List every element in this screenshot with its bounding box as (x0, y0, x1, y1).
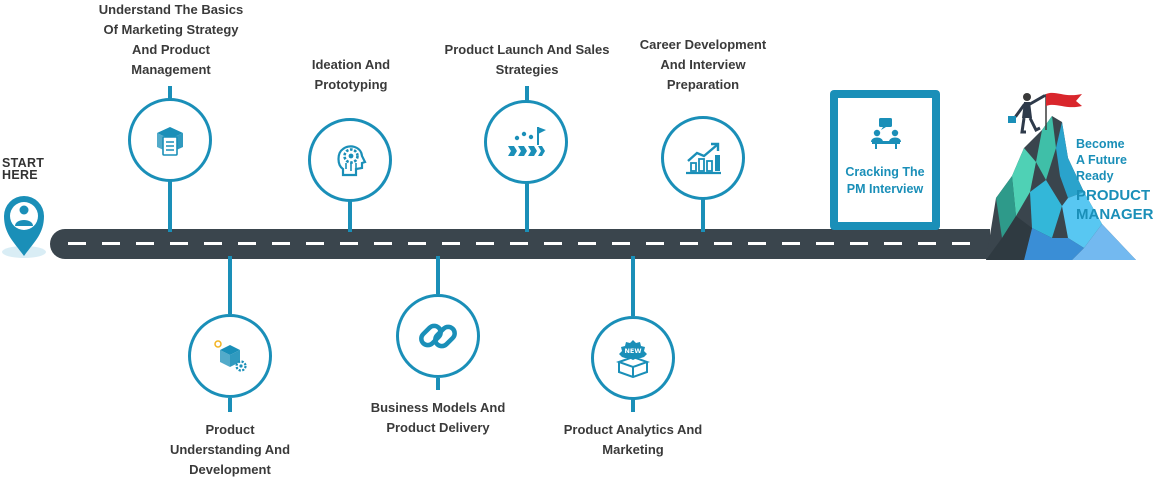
chain-link-icon (419, 323, 457, 349)
pm-interview-label: Cracking The PM Interview (845, 165, 925, 196)
step-node-analytics: NEW (591, 316, 675, 400)
road-dash (680, 242, 698, 245)
step-label-analytics: Product Analytics And Marketing (563, 422, 703, 457)
road-dash (306, 242, 324, 245)
stem-6 (631, 256, 635, 316)
stem-1-bottom (228, 398, 232, 412)
goal-line-4: PRODUCT (1076, 187, 1151, 204)
svg-text:NEW: NEW (624, 347, 641, 355)
road-dash (510, 242, 528, 245)
box-checklist-icon (157, 127, 183, 156)
start-label: START HERE (2, 156, 45, 182)
step-label-launch: Product Launch And Sales Strategies (444, 42, 610, 77)
road-dash (204, 242, 222, 245)
growth-chart-icon (686, 142, 721, 175)
road-dash (578, 242, 596, 245)
goal-line-3: Ready (1076, 169, 1114, 183)
step-label-career: Career Development And Interview Prepara… (639, 37, 767, 92)
step-node-ideation (308, 118, 392, 202)
stem-4 (436, 256, 440, 294)
step-node-career (661, 116, 745, 200)
road-dash (646, 242, 664, 245)
road-dash (612, 242, 630, 245)
box-gear-icon (214, 340, 247, 372)
stem-1-top (168, 86, 172, 100)
road-dash (476, 242, 494, 245)
road-dash (544, 242, 562, 245)
step-node-basics (128, 98, 212, 182)
road-dash (782, 242, 800, 245)
road-dash (850, 242, 868, 245)
stem-4-bottom (436, 378, 440, 390)
road-dash (816, 242, 834, 245)
goal-text: Become A Future Ready PRODUCT MANAGER (1076, 136, 1154, 224)
road-dash (272, 242, 290, 245)
road-dash (748, 242, 766, 245)
stem-2 (228, 256, 232, 314)
road-dash (374, 242, 392, 245)
road-dash (952, 242, 970, 245)
launch-flag-icon (508, 127, 546, 156)
roadmap-road (50, 229, 990, 259)
step-node-launch (484, 100, 568, 184)
pm-interview-card: Cracking The PM Interview (830, 90, 940, 230)
goal-line-5: MANAGER (1076, 206, 1154, 223)
step-label-understanding: Product Understanding And Development (169, 422, 291, 477)
road-dash (170, 242, 188, 245)
step-node-understanding (188, 314, 272, 398)
pm-interview-card-inner: Cracking The PM Interview (838, 98, 932, 222)
goal-line-2: A Future (1076, 153, 1127, 167)
road-dash (918, 242, 936, 245)
road-dash (408, 242, 426, 245)
road-dash (884, 242, 902, 245)
step-label-ideation: Ideation And Prototyping (311, 57, 391, 92)
step-label-basics: Understand The Basics Of Marketing Strat… (98, 2, 244, 77)
step-label-business: Business Models And Product Delivery (370, 400, 506, 435)
stem-6-bottom (631, 398, 635, 412)
road-dash (442, 242, 460, 245)
start-line-1: START (2, 156, 45, 170)
step-node-business (396, 294, 480, 378)
mountain-summit-illustration (986, 92, 1136, 260)
stem-7 (701, 196, 705, 232)
goal-line-1: Become (1076, 137, 1125, 151)
road-dash (102, 242, 120, 245)
road-dash (136, 242, 154, 245)
start-pin-icon (2, 196, 46, 258)
head-gear-icon (337, 145, 367, 177)
new-product-box-icon: NEW (616, 340, 650, 378)
road-dash (68, 242, 86, 245)
road-dash (714, 242, 732, 245)
road-dash (238, 242, 256, 245)
interview-table-icon (871, 118, 901, 149)
start-line-2: HERE (2, 168, 38, 182)
stem-3 (348, 186, 352, 232)
road-dash (340, 242, 358, 245)
